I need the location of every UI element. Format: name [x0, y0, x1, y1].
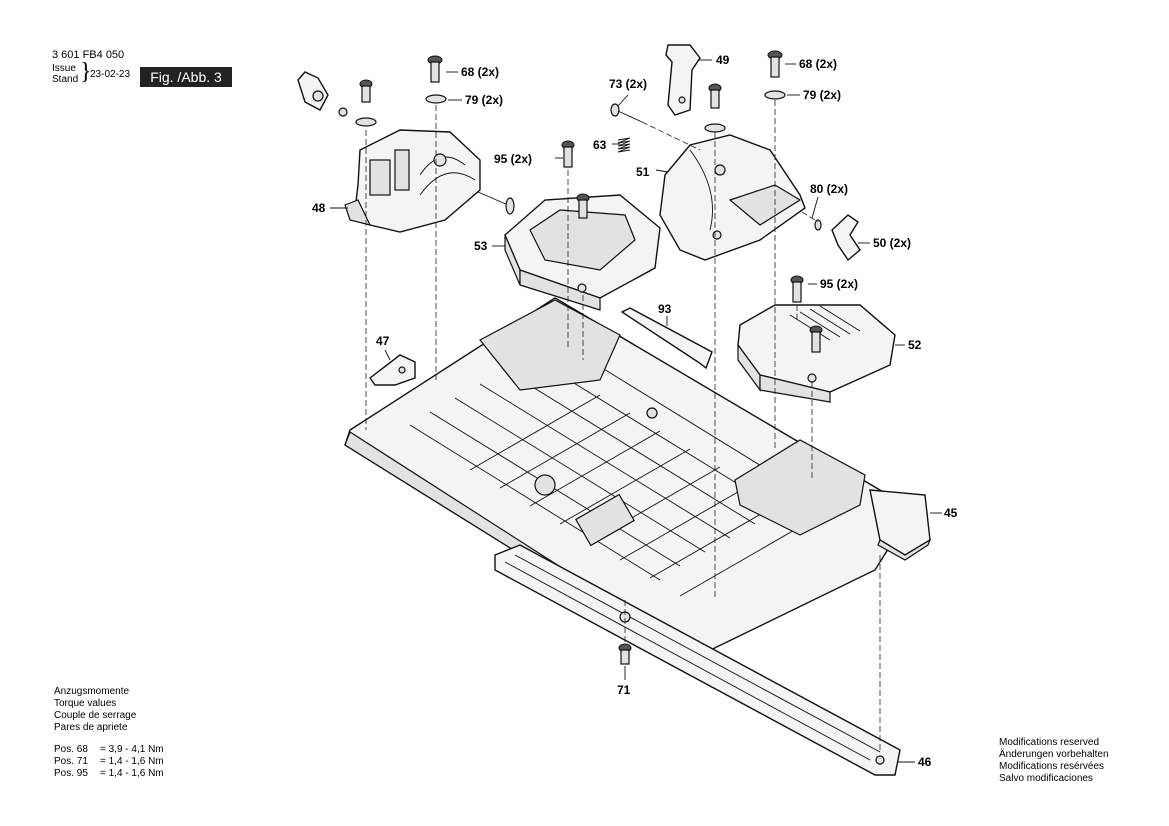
label-part-48: 48 — [312, 201, 326, 215]
label-part-68-right: 68 (2x) — [799, 57, 838, 71]
label-part-52: 52 — [908, 338, 922, 352]
screw-68-left — [425, 55, 447, 104]
torque-pos: Pos. 71 — [54, 756, 88, 767]
label-part-53: 53 — [474, 239, 488, 253]
battery-cover-52 — [737, 304, 896, 403]
screw-left-small — [359, 79, 373, 103]
torque-value: = 1,4 - 1,6 Nm — [100, 756, 164, 767]
label-part-79-right: 79 (2x) — [803, 88, 842, 102]
document-number: 3 601 FB4 050 — [52, 49, 125, 61]
screw-49 — [704, 83, 726, 133]
pin-73 — [610, 103, 643, 123]
modifications-de: Änderungen vorbehalten — [999, 749, 1109, 760]
label-part-45: 45 — [944, 506, 958, 520]
label-part-68-left: 68 (2x) — [461, 65, 500, 79]
clamp-49 — [665, 44, 701, 116]
modifications-en: Modifications reserved — [999, 737, 1100, 748]
torque-row: Pos. 95 = 1,4 - 1,6 Nm — [54, 768, 164, 780]
torque-heading-fr: Couple de serrage — [54, 710, 137, 721]
washer-80 — [814, 219, 822, 231]
modifications-notice: Modifications reserved Änderungen vorbeh… — [999, 737, 1109, 785]
assembly-lines — [365, 100, 881, 750]
screw-68-right — [764, 50, 786, 100]
screw-95-left — [561, 140, 575, 168]
guide-rail-46 — [494, 544, 901, 776]
label-part-73: 73 (2x) — [609, 77, 648, 91]
label-part-93: 93 — [658, 302, 672, 316]
torque-value: = 3,9 - 4,1 Nm — [100, 744, 164, 755]
spring-63 — [617, 137, 631, 153]
label-part-80: 80 (2x) — [810, 182, 849, 196]
torque-pos: Pos. 68 — [54, 744, 88, 755]
stand-label: Stand — [52, 74, 79, 85]
screw-95-right-b — [809, 325, 823, 353]
housing-51 — [659, 134, 806, 261]
torque-heading-en: Torque values — [54, 698, 117, 709]
issue-label: Issue — [52, 63, 76, 74]
torque-headings: Anzugsmomente Torque values Couple de se… — [54, 686, 136, 734]
label-part-79-left: 79 (2x) — [465, 93, 504, 107]
brace-icon: } — [80, 59, 92, 85]
issue-stand-labels: Issue Stand — [52, 63, 78, 85]
rod-93 — [620, 307, 713, 370]
label-part-95-right: 95 (2x) — [820, 277, 859, 291]
torque-pos: Pos. 95 — [54, 768, 88, 779]
label-part-63: 63 — [593, 138, 607, 152]
screw-95-center — [576, 193, 590, 219]
screw-71 — [618, 643, 632, 665]
modifications-fr: Modifications resérvées — [999, 761, 1105, 772]
label-part-47: 47 — [376, 334, 390, 348]
battery-cover-53 — [504, 194, 661, 311]
torque-row: Pos. 68 = 3,9 - 4,1 Nm — [54, 744, 164, 756]
torque-heading-es: Pares de apriete — [54, 722, 128, 733]
torque-row: Pos. 71 = 1,4 - 1,6 Nm — [54, 756, 164, 768]
leader-lines — [330, 59, 942, 763]
bracket-47 — [369, 354, 416, 386]
figure-badge: Fig. /Abb. 3 — [140, 67, 232, 87]
torque-heading-de: Anzugsmomente — [54, 686, 130, 697]
housing-48 — [344, 129, 515, 233]
label-part-50: 50 (2x) — [873, 236, 912, 250]
label-part-51: 51 — [636, 165, 650, 179]
label-part-95-left: 95 (2x) — [494, 152, 533, 166]
label-part-46: 46 — [918, 755, 932, 769]
label-part-71: 71 — [617, 683, 631, 697]
torque-table: Pos. 68 = 3,9 - 4,1 Nm Pos. 71 = 1,4 - 1,6… — [54, 744, 164, 780]
issue-date: 23-02-23 — [90, 69, 131, 80]
screw-95-right — [790, 275, 804, 303]
knob-50 — [831, 214, 861, 262]
label-part-49: 49 — [716, 53, 730, 67]
torque-value: = 1,4 - 1,6 Nm — [100, 768, 164, 779]
lever-knob-left — [297, 71, 377, 127]
modifications-es: Salvo modificaciones — [999, 773, 1093, 784]
